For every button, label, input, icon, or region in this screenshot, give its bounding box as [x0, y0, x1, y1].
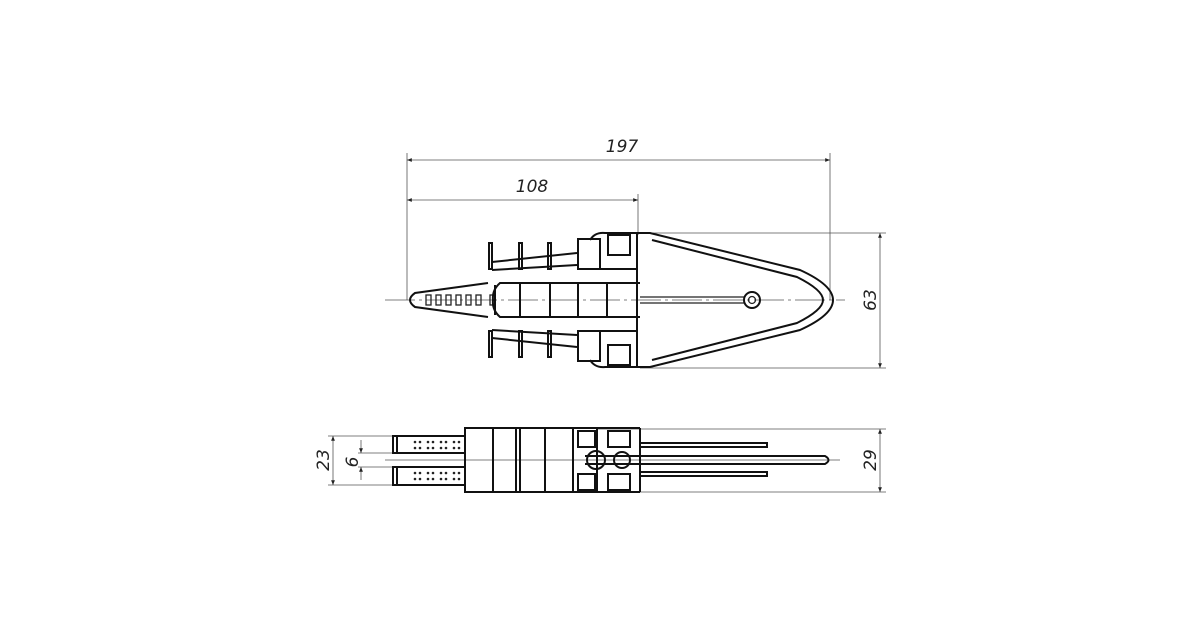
dimension-label-63: 63 — [861, 289, 881, 311]
dimension-23: 23 — [314, 435, 400, 486]
dimension-label-29: 29 — [861, 449, 881, 471]
clamp-body — [409, 231, 835, 369]
dimension-label-108: 108 — [516, 177, 549, 197]
dimension-label-23: 23 — [314, 449, 334, 471]
top-view: 197 108 63 — [385, 137, 886, 369]
clamp-side — [392, 427, 830, 493]
dimension-108: 108 — [406, 177, 639, 235]
dimension-label-6: 6 — [343, 456, 363, 467]
dimension-197: 197 — [406, 137, 831, 300]
dimension-63: 63 — [640, 232, 886, 369]
dimension-29: 29 — [597, 428, 886, 493]
bottom-view: 23 6 29 — [314, 427, 886, 493]
dimension-label-197: 197 — [606, 137, 639, 157]
